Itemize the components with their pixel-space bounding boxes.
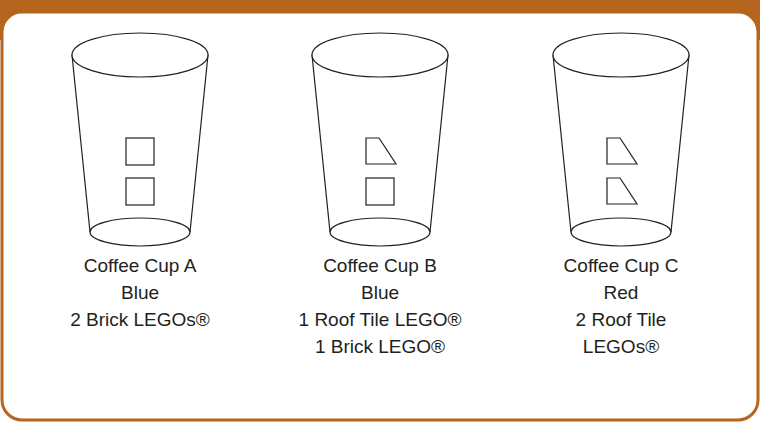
roof-tile-lego (366, 138, 396, 164)
cup-detail: 2 Brick LEGOs® (45, 306, 235, 333)
roof-tile-lego (607, 178, 637, 204)
cup-side (553, 55, 571, 232)
cup-detail: 1 Roof Tile LEGO® (285, 306, 475, 333)
cup-base (90, 218, 190, 246)
cup-base (571, 218, 671, 246)
cup-rim (72, 33, 208, 77)
cup-detail: 2 Roof Tile LEGOs® (556, 306, 686, 360)
cup-side (190, 55, 208, 232)
cup-detail: Red (556, 279, 686, 306)
cup-side (671, 55, 689, 232)
cup-outline (280, 30, 480, 252)
brick-lego (126, 178, 154, 205)
coffee-cup: Coffee Cup BBlue1 Roof Tile LEGO®1 Brick… (280, 30, 480, 364)
cup-rim (312, 33, 448, 77)
brick-lego (126, 138, 154, 165)
cup-base (330, 218, 430, 246)
cup-side (72, 55, 90, 232)
brick-lego (366, 178, 394, 205)
cup-rim (553, 33, 689, 77)
cup-side (312, 55, 330, 232)
cup-outline (521, 30, 721, 252)
roof-tile-lego (607, 138, 637, 164)
cup-detail: 1 Brick LEGO® (285, 333, 475, 360)
cup-detail: Blue (45, 279, 235, 306)
cup-name: Coffee Cup B (285, 252, 475, 279)
cup-outline (40, 30, 240, 252)
cup-caption: Coffee Cup CRed2 Roof Tile LEGOs® (521, 252, 721, 360)
cup-caption: Coffee Cup BBlue1 Roof Tile LEGO®1 Brick… (280, 252, 480, 360)
panel-border (2, 12, 758, 420)
cup-name: Coffee Cup A (45, 252, 235, 279)
cup-side (430, 55, 448, 232)
coffee-cup: Coffee Cup ABlue2 Brick LEGOs® (40, 30, 240, 337)
cup-name: Coffee Cup C (556, 252, 686, 279)
cup-caption: Coffee Cup ABlue2 Brick LEGOs® (40, 252, 240, 333)
coffee-cup: Coffee Cup CRed2 Roof Tile LEGOs® (521, 30, 721, 364)
cup-detail: Blue (285, 279, 475, 306)
